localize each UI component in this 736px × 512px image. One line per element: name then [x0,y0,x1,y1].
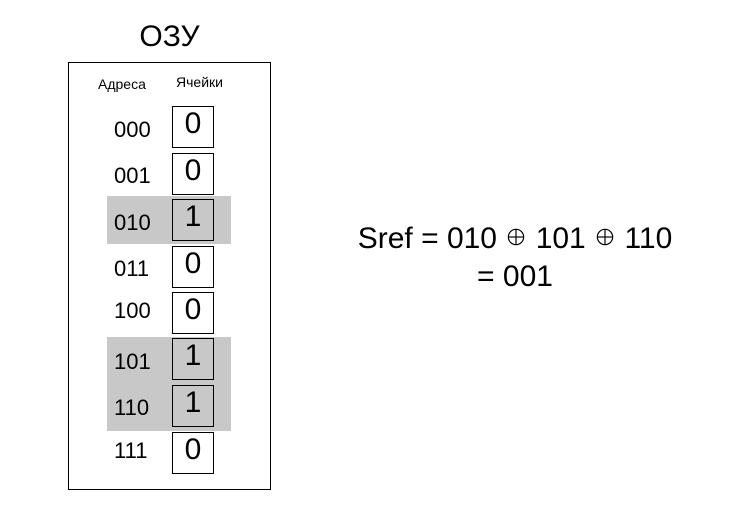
memory-cell-highlighted: 1 [172,199,214,241]
memory-cell: 0 [172,246,214,288]
cells-header: Ячейки [176,74,223,90]
checksum-formula: Sref = 010 101 110 = 001 [330,220,700,296]
address-label: 101 [114,349,151,374]
memory-cell: 0 [172,432,214,474]
formula-result: = 001 [477,260,553,293]
address-label: 111 [114,438,148,463]
xor-icon [596,228,614,246]
address-label: 011 [114,256,150,281]
memory-cell: 0 [172,106,214,148]
formula-term: 010 [446,222,497,255]
formula-line-1: Sref = 010 101 110 [330,220,700,258]
memory-panel: Адреса Ячейки 000 0 001 0 010 1 011 0 10… [68,62,271,490]
memory-cell-highlighted: 1 [172,385,214,427]
memory-cell: 0 [172,292,214,334]
addresses-header: Адреса [98,76,146,92]
address-label: 010 [114,210,151,235]
formula-term: 110 [624,222,673,255]
formula-term: 101 [535,222,586,255]
address-label: 001 [114,163,151,188]
address-label: 100 [114,298,151,323]
address-label: 110 [114,395,150,420]
ram-title: ОЗУ [139,20,200,53]
memory-cell: 0 [172,153,214,195]
xor-icon [508,228,525,246]
formula-prefix: Sref = [357,222,447,255]
address-label: 000 [114,117,151,142]
memory-cell-highlighted: 1 [172,338,214,380]
